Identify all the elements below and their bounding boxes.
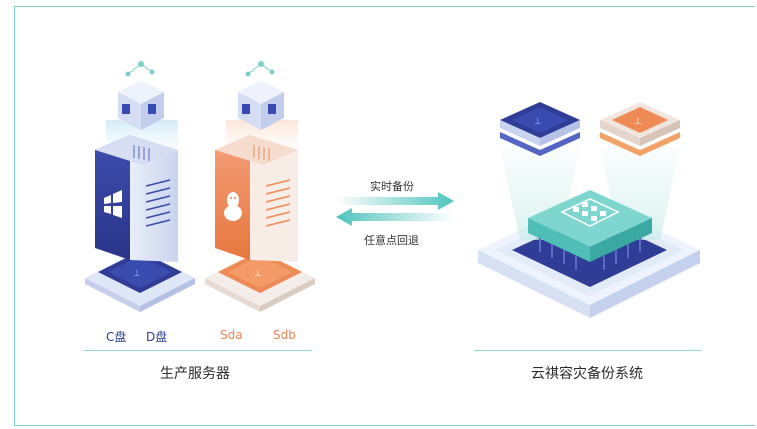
chip-icon: ⊥: [133, 269, 141, 279]
arrow-right-icon: [336, 192, 454, 210]
disk-label-c: C盘: [106, 330, 127, 344]
linux-server: ⊥: [205, 120, 315, 312]
production-server-caption: 生产服务器: [160, 366, 230, 382]
backup-system-caption: 云祺容灾备份系统: [531, 366, 643, 382]
production-divider: [84, 350, 312, 351]
chip-icon: ⊥: [634, 117, 642, 127]
chip-icon: ⊥: [254, 269, 262, 279]
point-in-time-restore-label: 任意点回退: [364, 234, 419, 247]
windows-icon: [104, 190, 122, 218]
backup-divider: [474, 350, 702, 351]
arrow-left-icon: [336, 208, 454, 226]
disk-label-sdb: Sdb: [273, 328, 296, 342]
disk-label-d: D盘: [146, 330, 168, 344]
network-agent-icon: [118, 61, 164, 130]
linux-icon: [224, 192, 242, 221]
backup-system: ⊥ ⊥: [478, 102, 700, 318]
disk-label-sda: Sda: [220, 328, 243, 342]
network-agent-icon: [238, 61, 284, 130]
chip-icon: [560, 198, 620, 227]
windows-server: ⊥: [85, 120, 195, 312]
realtime-backup-label: 实时备份: [370, 180, 414, 193]
chip-icon: ⊥: [534, 117, 542, 127]
